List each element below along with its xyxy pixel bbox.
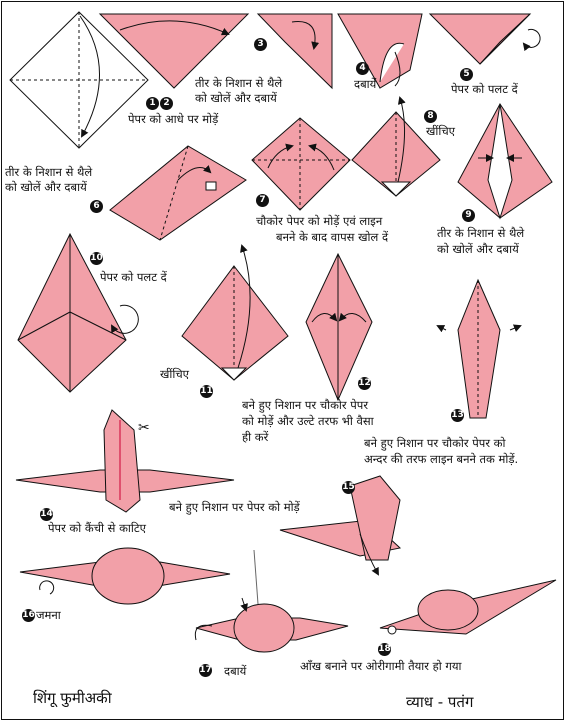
caption: बनने के बाद वापस खोल दें: [276, 230, 389, 244]
caption: पेपर को पलट दें: [451, 82, 518, 96]
caption: पेपर को कैंची से काटिए: [48, 521, 147, 535]
caption: अन्दर की तरफ लाइन बनने तक मोड़ें.: [364, 452, 519, 466]
step-number: 8: [424, 110, 437, 123]
caption: दबायें: [224, 664, 247, 678]
caption: ही करें: [242, 430, 269, 444]
caption: को खोलें और दबायें: [195, 91, 277, 105]
step-number: 9: [462, 209, 475, 222]
step11-shape: [181, 244, 289, 381]
caption: को खोलें और दबायें: [437, 242, 519, 256]
step7-shape: [251, 117, 351, 211]
step14-dragonfly: [15, 409, 235, 513]
step6-shape: [109, 145, 247, 241]
caption: को मोड़ें और उल्टे तरफ भी वैसा: [242, 414, 374, 428]
caption: बने हुए निशान पर चौकोर पेपर: [242, 398, 369, 412]
caption: चौकोर पेपर को मोड़ें एवं लाइन: [256, 214, 383, 228]
step3-shape: [256, 13, 333, 90]
step-number: 14: [40, 508, 53, 521]
caption: तीर के निशान से थैले: [5, 165, 93, 179]
step-number: 5: [460, 68, 473, 81]
caption: जमना: [36, 608, 61, 622]
step4-shape: [337, 13, 423, 89]
scissors-icon: ✂: [138, 420, 150, 436]
step-number: 6: [90, 200, 103, 213]
caption: आँख बनाने पर ओरीगामी तैयार हो गया: [300, 659, 462, 673]
caption: दबायें: [354, 77, 377, 91]
caption: पेपर को पलट दें: [100, 270, 167, 284]
caption: को खोलें और दबायें: [5, 180, 87, 194]
step1-square: [9, 11, 149, 149]
step16-shape: [19, 547, 231, 605]
step-number: 1: [146, 97, 159, 110]
author-name: शिंगू फुमीअकी: [33, 689, 112, 707]
caption: खींचिए: [160, 367, 190, 381]
step-number: 17: [199, 664, 212, 677]
step-number: 3: [254, 38, 267, 51]
step12-shape: [305, 252, 373, 402]
caption: तीर के निशान से थैले: [437, 226, 525, 240]
step-number: 16: [22, 609, 35, 622]
step15-shape: [279, 475, 402, 576]
step-number: 10: [90, 252, 103, 265]
caption: खींचिए: [426, 124, 456, 138]
step8-shape: [351, 96, 441, 197]
caption: बने हुए निशान पर पेपर को मोड़ें: [169, 500, 300, 514]
step-number: 13: [451, 409, 464, 422]
step2-triangle: [98, 13, 250, 89]
step-number: 7: [256, 194, 269, 207]
step-number: 11: [200, 385, 213, 398]
diagram-title: व्याध - पतंग: [406, 693, 474, 711]
step9-shape: [457, 103, 553, 220]
step13-shape: [436, 278, 522, 419]
step18-final: [379, 579, 557, 635]
step-number: 4: [356, 62, 369, 75]
step-number: 2: [160, 97, 173, 110]
caption: बने हुए निशान पर चौकोर पेपर को: [364, 436, 506, 450]
caption: पेपर को आधे पर मोड़ें: [128, 112, 219, 126]
step17-shape: [194, 549, 349, 653]
step5-shape: [428, 13, 541, 65]
step-number: 12: [358, 377, 371, 390]
step-number: 15: [342, 481, 355, 494]
caption: तीर के निशान से थैले: [195, 76, 283, 90]
step-number: 18: [378, 643, 391, 656]
step10-shape: [17, 232, 139, 393]
